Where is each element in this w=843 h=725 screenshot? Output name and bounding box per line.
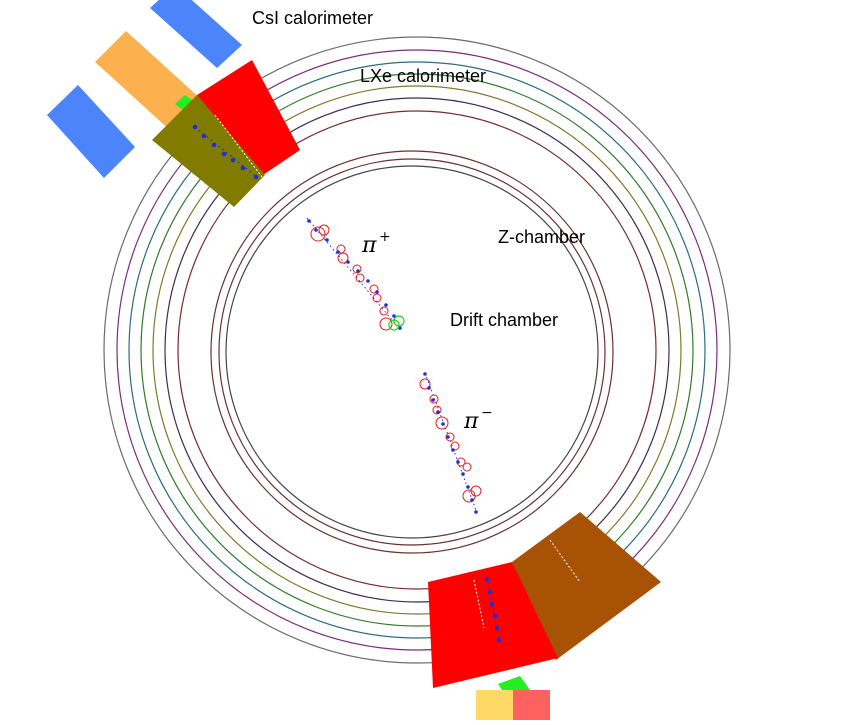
csi-bottom-blocks <box>476 676 550 720</box>
pi-minus-drift-hit <box>462 462 472 472</box>
lxe-bottom-hit <box>494 625 500 631</box>
lxe-bottom-red-section <box>428 562 558 688</box>
lxe-top-separator <box>214 114 263 178</box>
pi-plus-drift-hit <box>379 317 393 331</box>
lxe-bottom-hits <box>484 576 502 643</box>
lxe-top-olive-section <box>152 95 265 207</box>
pi-plus-label: π <box>361 233 377 258</box>
lxe-calorimeter-top <box>152 60 300 207</box>
pi-minus-drift-hit <box>419 378 431 390</box>
lxe-bottom-separator-2 <box>549 539 581 583</box>
outer-ring-1 <box>103 36 731 664</box>
lxe-top-hits <box>192 124 259 180</box>
lxe-calorimeter-bottom <box>428 512 661 688</box>
pi-minus-track-point <box>461 472 465 476</box>
lxe-calorimeter-label: LXe calorimeter <box>360 66 486 86</box>
pi-minus-track-point <box>446 435 450 439</box>
pi-minus-drift-hit <box>435 416 449 430</box>
pi-minus-track-line <box>424 372 478 514</box>
pi-plus-track-point <box>375 290 379 294</box>
pi-minus-track-point <box>466 485 470 489</box>
lxe-bottom-hit <box>492 613 498 619</box>
lxe-top-hit <box>211 142 217 148</box>
pi-minus-drift-hit <box>470 485 482 497</box>
pi-plus-drift-hit <box>310 226 326 242</box>
pi-plus-sign: + <box>379 229 391 245</box>
pi-plus-track-point <box>356 269 360 273</box>
outer-ring-7 <box>177 110 657 590</box>
z-chamber-ring-inner <box>218 158 606 546</box>
pi-minus-track-point <box>474 510 478 514</box>
pi-minus-track-point <box>456 460 460 464</box>
lxe-bottom-hit <box>496 637 502 643</box>
pi-plus-drift-hit <box>318 224 330 236</box>
pi-plus-track-point <box>325 238 329 242</box>
pi-plus-track-point <box>384 303 388 307</box>
pi-minus-track-point <box>423 372 427 376</box>
csi-block-blue-top <box>150 0 242 68</box>
z-chamber-ring-outer <box>210 150 614 554</box>
lxe-top-hit <box>201 133 207 139</box>
csi-block-orange <box>95 31 203 132</box>
csi-calorimeter-blocks <box>47 0 242 178</box>
lxe-bottom-hit <box>489 601 495 607</box>
pi-minus-track-point <box>431 398 435 402</box>
lxe-top-hit <box>192 124 198 130</box>
lxe-top-hit-line <box>194 126 259 179</box>
outer-ring-2 <box>116 49 718 651</box>
drift-chamber-label: Drift chamber <box>450 310 558 330</box>
lxe-bottom-brown-section <box>512 512 661 660</box>
lxe-top-hit <box>230 157 236 163</box>
pi-plus-track-point <box>366 279 370 283</box>
csi-calorimeter-label: CsI calorimeter <box>252 8 373 28</box>
pi-minus-drift-hit <box>445 432 455 442</box>
lxe-top-red-section <box>197 60 300 185</box>
pi-minus-track-point <box>427 386 431 390</box>
lxe-bottom-hit-line <box>486 576 500 641</box>
z-chamber-label: Z-chamber <box>498 227 585 247</box>
pi-plus-drift-hit <box>372 293 382 303</box>
pi-minus-track-point <box>436 410 440 414</box>
outer-ring-5 <box>152 85 682 615</box>
pi-plus-track-point <box>307 219 311 223</box>
lxe-bottom-hit <box>484 576 490 582</box>
lxe-bottom-hit <box>487 589 493 595</box>
pi-plus-drift-hit <box>352 264 362 274</box>
pi-plus-track-point <box>392 314 396 318</box>
pi-plus-track <box>306 217 405 333</box>
pi-minus-drift-hit <box>450 441 460 451</box>
pi-minus-track-point <box>441 422 445 426</box>
pi-minus-track <box>419 372 482 514</box>
pi-plus-track-point <box>346 260 350 264</box>
lxe-top-hit <box>253 174 259 180</box>
detector-rings <box>103 36 731 664</box>
lxe-top-hit <box>221 151 227 157</box>
pi-plus-drift-hit <box>337 252 349 264</box>
pi-plus-track-point <box>336 250 340 254</box>
pi-plus-track-point <box>314 228 318 232</box>
green-patch-top <box>175 95 196 112</box>
drift-chamber-ring <box>225 165 599 539</box>
pi-minus-track-point <box>451 448 455 452</box>
pi-plus-drift-hit <box>379 306 389 316</box>
csi-bottom-yellow <box>476 690 513 720</box>
pi-minus-sign: − <box>481 405 493 421</box>
lxe-top-hit <box>240 165 246 171</box>
lxe-bottom-separator-1 <box>473 579 485 629</box>
pi-minus-track-point <box>470 498 474 502</box>
pi-plus-drift-hit <box>355 273 365 283</box>
pi-plus-drift-hit <box>369 284 379 294</box>
pi-minus-drift-hit <box>429 394 439 404</box>
outer-ring-6 <box>164 97 670 603</box>
csi-block-blue-left <box>47 85 135 178</box>
green-patch-bottom <box>498 676 530 690</box>
outer-ring-4 <box>140 73 694 627</box>
pi-minus-drift-hit <box>432 405 442 415</box>
outer-ring-3 <box>128 61 706 639</box>
csi-bottom-pink <box>513 690 550 720</box>
pi-minus-label: π <box>463 409 479 434</box>
pi-plus-vertex-hit <box>393 315 405 327</box>
